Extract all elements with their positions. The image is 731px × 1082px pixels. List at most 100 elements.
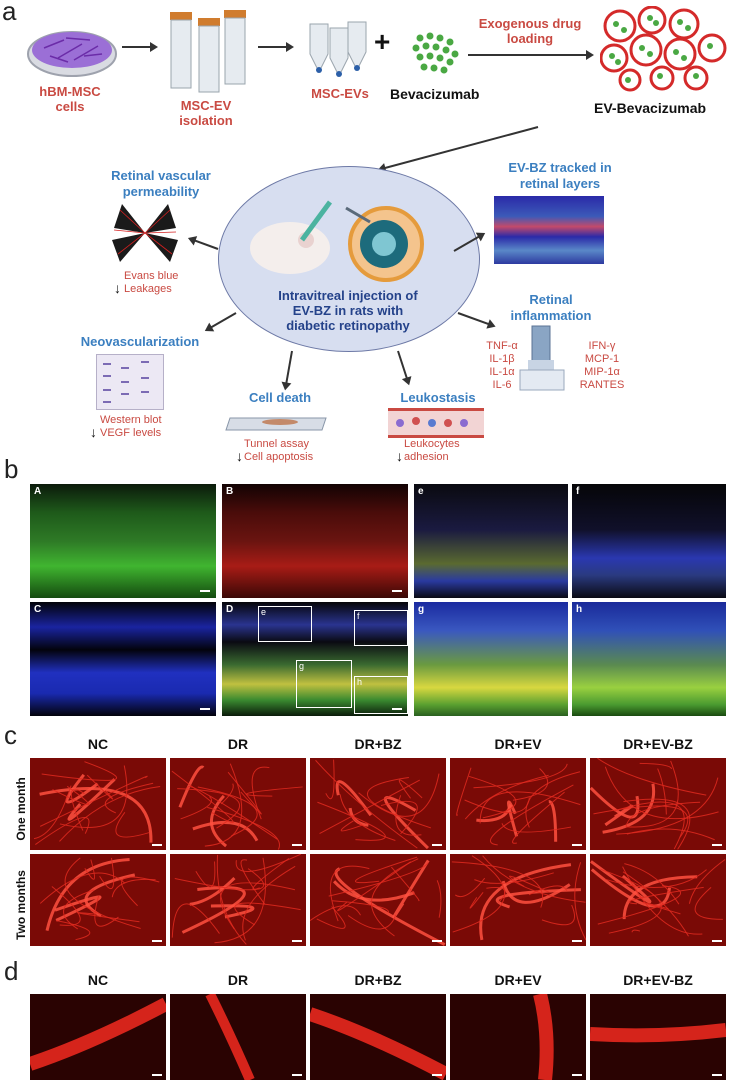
micro-c-1-4 [590, 854, 726, 946]
scale-bar [392, 708, 402, 710]
tunnel-down-arrow: ↓ [236, 448, 243, 464]
scale-bar [200, 708, 210, 710]
d-col-nc: NC [87, 972, 109, 988]
micro-b-A: A [30, 484, 216, 598]
retinal-vascular-permeability-title: Retinal vascular permeability [111, 168, 211, 199]
micro-b-h: h [572, 602, 726, 716]
c-col-dr: DR [227, 736, 249, 752]
inset-box-f: f [354, 610, 408, 646]
micro-c-1-1 [170, 854, 306, 946]
micro-b-B: B [222, 484, 408, 598]
scale-bar [432, 940, 442, 942]
micro-c-0-4 [590, 758, 726, 850]
micro-b-h-label: h [576, 604, 583, 615]
scale-bar [292, 1074, 302, 1076]
ev-bevacizumab-vesicles-icon [600, 6, 727, 92]
ev-bevacizumab-label: EV-Bevacizumab [594, 100, 707, 116]
retinal-inflammation-title: Retinal inflammation [510, 292, 592, 323]
scale-bar [432, 844, 442, 846]
arrow-leuko [397, 350, 410, 384]
micro-b-D: D e f g h [222, 602, 408, 716]
slide-icon [225, 417, 327, 431]
cytokines-right: IFN-γ MCP-1 MIP-1α RANTES [579, 340, 625, 391]
arrow-vasc [189, 237, 219, 250]
leuko-down-arrow: ↓ [396, 448, 403, 464]
micro-c-0-2 [310, 758, 446, 850]
ev-bz-tracked-title: EV-BZ tracked in retinal layers [508, 160, 612, 191]
scale-bar [712, 1074, 722, 1076]
micro-b-g-label: g [418, 604, 425, 615]
micro-d-0 [30, 994, 166, 1080]
petri-dish-icon [27, 31, 117, 77]
western-blot-icon [96, 354, 164, 410]
micro-b-C: C [30, 602, 216, 716]
arrow-2 [258, 42, 294, 52]
scale-bar [152, 1074, 162, 1076]
multiplex-assay-icon [519, 325, 565, 391]
scale-bar [292, 844, 302, 846]
western-down-arrow: ↓ [90, 424, 97, 440]
evans-down-arrow: ↓ [114, 280, 121, 296]
inset-box-h: h [354, 676, 408, 714]
centrifuge-tubes-icon [170, 10, 246, 93]
scale-bar [152, 844, 162, 846]
micro-d-1 [170, 994, 306, 1080]
micro-b-g: g [414, 602, 568, 716]
cell-death-title: Cell death [248, 390, 312, 405]
inset-box-e: e [258, 606, 312, 642]
micro-c-1-2 [310, 854, 446, 946]
leukocytes-note: Leukocytes adhesion [404, 438, 460, 463]
vessel-icon [388, 408, 484, 438]
plus-sign: + [374, 26, 391, 57]
panel-label-b: b [4, 454, 19, 484]
d-col-dr: DR [227, 972, 249, 988]
micro-b-D-label: D [226, 604, 234, 615]
micro-b-C-label: C [34, 604, 42, 615]
arrow-loading [468, 50, 594, 60]
scale-bar [200, 590, 210, 592]
scale-bar [572, 1074, 582, 1076]
scale-bar [152, 940, 162, 942]
flatmount-retina-icon [112, 204, 178, 262]
d-col-drev: DR+EV [494, 972, 542, 988]
hbm-msc-label: hBM-MSC cells [39, 84, 101, 114]
cytokines-left: TNF-α IL-1β IL-1α IL-6 [486, 340, 518, 391]
c-row-one-month: One month [14, 777, 28, 841]
panel-label-c: c [4, 720, 17, 750]
bevacizumab-label: Bevacizumab [390, 86, 480, 102]
western-blot-note: Western blot VEGF levels [100, 414, 162, 439]
c-col-drev: DR+EV [494, 736, 542, 752]
micro-d-3 [450, 994, 586, 1080]
micro-b-f: f [572, 484, 726, 598]
tunnel-note: Tunnel assay Cell apoptosis [244, 438, 314, 463]
scale-bar [292, 940, 302, 942]
micro-b-A-label: A [34, 486, 42, 497]
panel-label-d: d [4, 956, 19, 986]
micro-c-0-3 [450, 758, 586, 850]
c-row-two-months: Two months [14, 870, 28, 940]
d-col-drevbz: DR+EV-BZ [623, 972, 693, 988]
inset-box-g: g [296, 660, 352, 708]
tracked-micrograph [494, 196, 604, 264]
center-caption: Intravitreal injection of EV-BZ in rats … [278, 288, 418, 333]
panel-label-a: a [2, 0, 17, 26]
scale-bar [712, 844, 722, 846]
d-col-drbz: DR+BZ [354, 972, 402, 988]
scale-bar [712, 940, 722, 942]
rat-eye-injection-illustration [250, 200, 424, 282]
arrow-celldeath [284, 350, 293, 389]
micro-c-0-1 [170, 758, 306, 850]
micro-b-f-label: f [576, 486, 580, 497]
micro-c-0-0 [30, 758, 166, 850]
bevacizumab-molecules-icon [412, 32, 459, 74]
c-col-drbz: DR+BZ [354, 736, 402, 752]
scale-bar [392, 590, 402, 592]
micro-b-B-label: B [226, 486, 234, 497]
neovascularization-title: Neovascularization [80, 334, 200, 349]
leukostasis-title: Leukostasis [400, 390, 476, 405]
scale-bar [432, 1074, 442, 1076]
micro-c-1-3 [450, 854, 586, 946]
micro-d-4 [590, 994, 726, 1080]
micro-b-e: e [414, 484, 568, 598]
c-col-drevbz: DR+EV-BZ [623, 736, 693, 752]
